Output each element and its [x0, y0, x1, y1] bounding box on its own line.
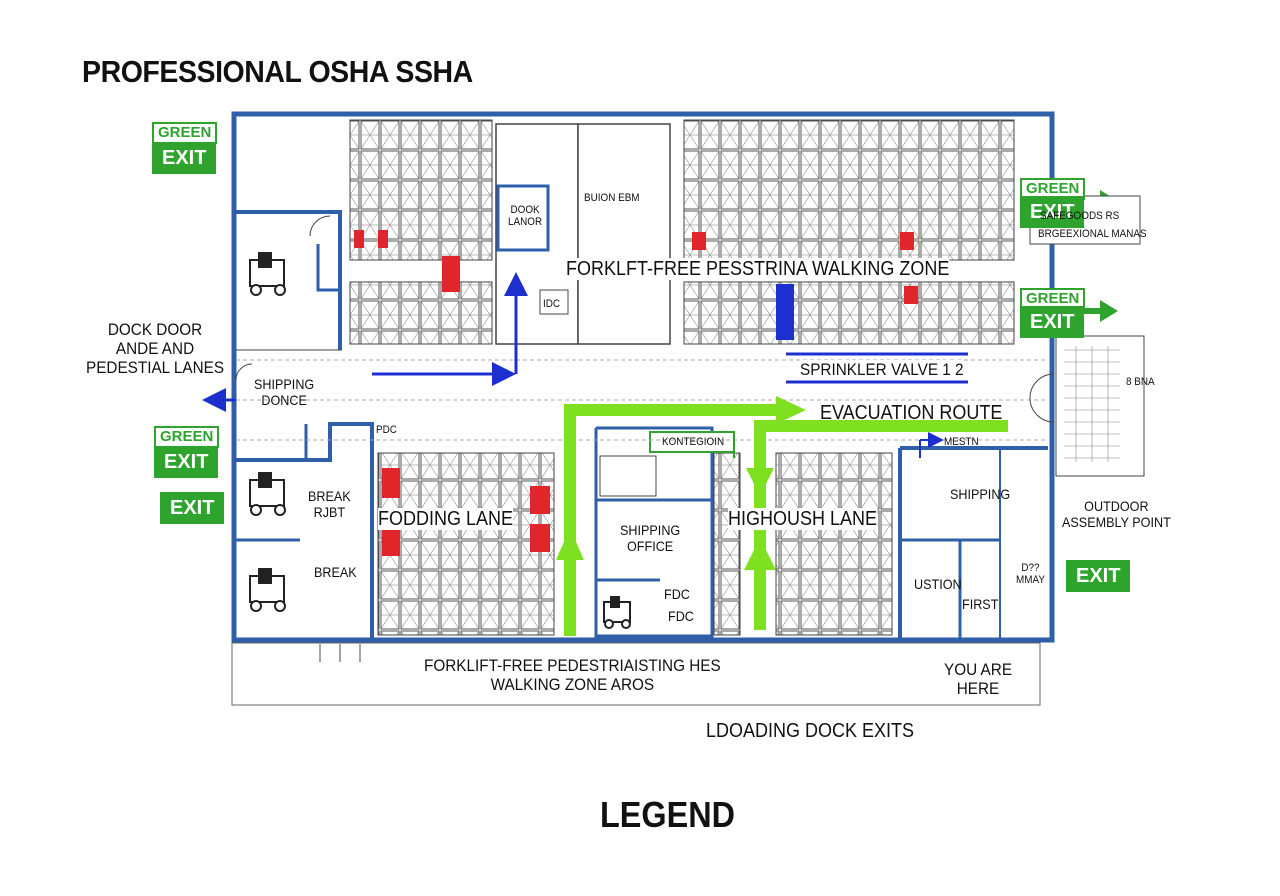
- room-label: D?? MMAY: [1016, 562, 1045, 586]
- forklift-icon: [249, 568, 286, 612]
- break-room-label: BREAK: [314, 564, 357, 580]
- exit-sign: EXIT: [1020, 196, 1085, 228]
- dock-labor-label: DOOK LANOR: [508, 204, 543, 228]
- idc-label: IDC: [543, 298, 561, 310]
- first-aid-label: FIRST: [962, 596, 999, 612]
- evacuation-route: [556, 396, 1008, 636]
- rack-block: [683, 119, 1015, 261]
- highoush-lane-label: HIGHOUSH LANE: [728, 508, 878, 530]
- shipping-area-label: SHIPPING DONCE: [254, 376, 315, 408]
- green-label: GREEN: [152, 122, 218, 144]
- rack-block: [349, 119, 493, 261]
- walking-zone-label: FORKLFT-FREE PESSTRINA WALKING ZONE: [566, 258, 950, 280]
- fdc-label: FDC: [664, 586, 690, 602]
- rack-block: [683, 281, 1015, 345]
- pdc-label: PDC: [376, 424, 397, 436]
- forklift-icon: [249, 472, 286, 516]
- side-panel: [1055, 335, 1145, 477]
- fire-extinguisher-icon: [354, 230, 918, 556]
- rack-block: [377, 452, 555, 636]
- room-label: MESTN: [944, 436, 979, 448]
- room-label: BUION EBM: [584, 192, 640, 204]
- walking-zone-bottom-label: FORKLIFT-FREE PEDESTRIAISTING HES WALKIN…: [424, 656, 721, 694]
- break-room-label: BREAK RJBT: [308, 488, 351, 520]
- room-label: USTION: [914, 576, 962, 592]
- dock-labor-room: [496, 184, 550, 252]
- page-title: PROFESSIONAL OSHA SSHA: [82, 54, 473, 89]
- sprinkler-riser-marker: [776, 284, 794, 340]
- forklift-icon: [603, 596, 631, 629]
- shipping-office-label: SHIPPING OFFICE: [620, 522, 681, 554]
- shipping-room-label: SHIPPING: [950, 486, 1011, 502]
- posted-sign-text: SAFEGOODS RS: [1040, 210, 1120, 222]
- fodding-lane-label: FODDING LANE: [378, 508, 514, 530]
- exit-sign: EXIT: [152, 142, 217, 174]
- building-outline: [231, 111, 1055, 643]
- rack-block: [713, 452, 741, 636]
- exit-sign: EXIT: [160, 492, 225, 524]
- rack-block: [775, 452, 893, 636]
- forklift-icon: [249, 252, 286, 296]
- exit-sign: EXIT: [154, 446, 219, 478]
- evacuation-route-label: EVACUATION ROUTE: [820, 402, 1003, 424]
- room-label: KONTEGIOIN: [662, 436, 725, 448]
- assembly-point-label: OUTDOOR ASSEMBLY POINT: [1062, 498, 1171, 530]
- green-label: GREEN: [154, 426, 220, 448]
- dock-door-label: DOCK DOOR ANDE AND PEDESTIAL LANES: [86, 320, 225, 377]
- loading-dock-exits-label: LDOADING DOCK EXITS: [706, 720, 915, 742]
- exit-sign: EXIT: [1020, 306, 1085, 338]
- sprinkler-valve-label: SPRINKLER VALVE 1 2: [800, 360, 964, 379]
- you-are-here-label: YOU ARE HERE: [944, 660, 1013, 698]
- legend-title: LEGEND: [600, 794, 736, 835]
- side-panel-text: 8 BNA: [1126, 376, 1155, 388]
- exit-sign: EXIT: [1066, 560, 1131, 592]
- rack-block: [349, 281, 493, 345]
- fdc-label: FDC: [668, 608, 694, 624]
- posted-sign-text: BRGEEXIONAL MANAS: [1038, 228, 1147, 240]
